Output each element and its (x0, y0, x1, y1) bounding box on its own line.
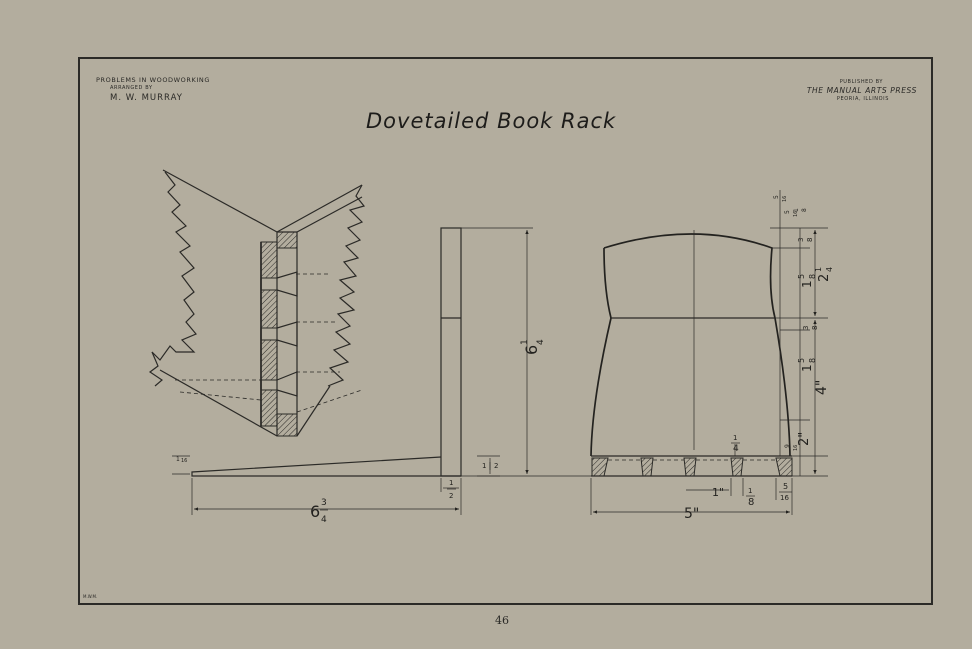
top-rise2-num: 5 (784, 210, 791, 214)
edge-den: 16 (780, 494, 789, 502)
step-a-num: 1 (793, 208, 800, 212)
taper-end-den: 16 (181, 458, 187, 464)
lower-whole: 1 (800, 364, 814, 372)
foot-den: 16 (793, 445, 799, 451)
upper-num: 5 (797, 274, 806, 279)
base-length-whole: 6 (310, 502, 320, 521)
end-thickness-den: 2 (494, 462, 498, 470)
upper-total-den: 4 (825, 267, 834, 272)
author-name: M. W. Murray (110, 93, 183, 103)
step-b-num: 3 (797, 238, 805, 242)
lower-step-num: 3 (802, 326, 810, 330)
published-by-label: Published by (839, 79, 883, 85)
drafter-initials: M.W.M. (83, 594, 98, 599)
foot-num: 9 (784, 444, 791, 448)
foot-total: 2" (797, 432, 812, 446)
height-whole: 6 (522, 345, 541, 355)
drawing-title: Dovetailed Book Rack (366, 109, 617, 133)
side-view (172, 227, 600, 515)
drawing-plate: Problems in Woodworking Arranged by M. W… (78, 57, 933, 605)
upper-den: 8 (808, 274, 817, 279)
lower-den: 8 (808, 358, 817, 363)
series-title: Problems in Woodworking (96, 76, 210, 84)
edge-num: 5 (783, 482, 788, 491)
step-b-den: 8 (806, 238, 814, 242)
base-length-num: 3 (321, 498, 327, 508)
tail-height-num: 1 (733, 434, 737, 442)
height-num: 1 (520, 339, 530, 345)
lower-total: 4" (814, 380, 830, 395)
publisher-name: The Manual Arts Press (806, 86, 917, 95)
step-a-den: 8 (801, 208, 808, 212)
base-thickness-den: 2 (449, 492, 453, 500)
height-den: 4 (536, 339, 546, 345)
top-rise2-den: 16 (793, 211, 799, 217)
dimension-labels: 6 3 4 6 1 4 5" 1 2 1 2 1 16 1" 1 8 1 4 (176, 195, 834, 525)
tail-width-num: 1 (748, 487, 752, 495)
width-label: 5" (684, 506, 699, 522)
base-thickness-num: 1 (449, 479, 453, 487)
tail-width-den: 8 (748, 497, 754, 508)
publisher-city: Peoria, Illinois (836, 96, 889, 102)
tail-spacing: 1" (712, 486, 724, 499)
lower-step-den: 8 (811, 326, 819, 330)
end-thickness-num: 1 (482, 462, 486, 470)
top-rise-num: 5 (773, 195, 780, 199)
arranged-by-label: Arranged by (110, 85, 153, 91)
upper-total-num: 1 (814, 267, 823, 272)
isometric-joint-view (148, 169, 366, 437)
top-rise-den: 16 (782, 196, 788, 202)
taper-end-num: 1 (176, 456, 180, 463)
upper-whole: 1 (800, 280, 814, 288)
upper-total-whole: 2 (817, 274, 832, 282)
page-number: 46 (495, 614, 509, 627)
base-length-den: 4 (321, 515, 327, 525)
lower-num: 5 (797, 358, 806, 363)
tail-height-den: 4 (733, 444, 739, 454)
front-view (590, 190, 828, 515)
